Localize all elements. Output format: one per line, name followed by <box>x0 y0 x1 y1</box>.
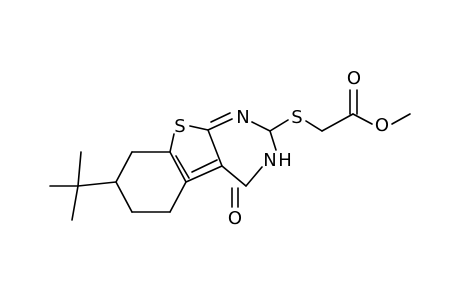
bond-c4-c4a <box>221 165 247 187</box>
bond-c9a-n1 <box>207 118 233 131</box>
atom-sulfur-ring: S <box>174 116 185 137</box>
bond-c7-c8 <box>115 151 133 183</box>
atom-sulfur-thioether: S <box>291 107 302 128</box>
bond-c7-c6 <box>115 181 133 213</box>
bond-tbu-methyl-bottom <box>71 185 79 221</box>
bond-c2-s <box>269 119 289 132</box>
bond-c4a-c4b <box>185 165 223 183</box>
atom-nitrogen-ring: N <box>236 107 249 128</box>
bond-n3-c4 <box>245 166 263 187</box>
bond-tbu-methyl-top <box>77 151 82 187</box>
atom-nitrogen-h: N <box>263 150 276 171</box>
bond-cester-oether <box>352 113 373 125</box>
atom-oxygen-ether-ester: O <box>375 115 389 136</box>
bond-s-ch2 <box>305 120 323 132</box>
bond-c8a-s <box>169 133 175 153</box>
bond-ch2-cester <box>321 113 354 132</box>
bond-c9a-n1-double <box>210 112 231 123</box>
bond-c8a-c4b-double <box>175 155 190 179</box>
bond-c8a-c4b <box>169 151 187 183</box>
bond-c2-n3 <box>269 130 277 151</box>
atom-oxygen-ketone: O <box>228 208 242 229</box>
bond-tbu-to-ring <box>77 181 117 187</box>
atom-hydrogen-nh: H <box>278 150 292 171</box>
bond-oether-methyl <box>391 113 411 125</box>
bond-n1-c2 <box>251 121 271 132</box>
bond-c4a-c4b-double <box>191 159 218 173</box>
bond-c5-c4b <box>169 181 187 213</box>
atom-oxygen-carbonyl-ester: O <box>347 68 361 89</box>
bond-s-c9a <box>189 125 209 131</box>
bond-c9a-c4a <box>207 129 223 167</box>
